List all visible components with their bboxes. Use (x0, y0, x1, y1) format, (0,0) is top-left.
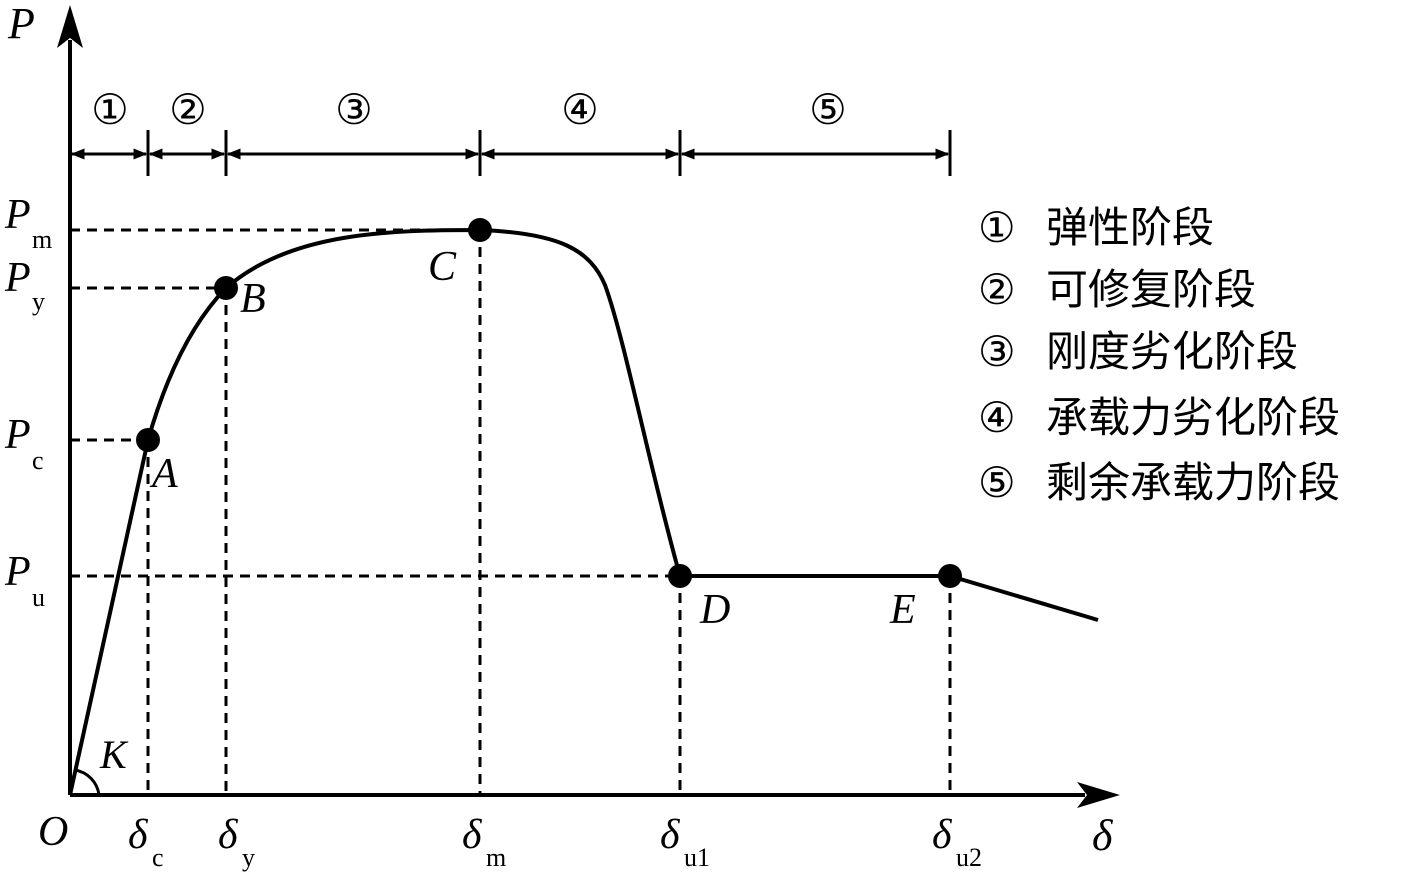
y-tick-pc-main: P (4, 412, 31, 458)
x-tick-dm: δ m (462, 812, 506, 872)
point-labels: A B C D E (149, 244, 916, 633)
stage-label-5: ⑤ (809, 85, 847, 134)
x-axis-label: δ (1092, 811, 1114, 860)
x-tick-du1-main: δ (660, 812, 681, 858)
y-tick-labels: P m P y P c P u (4, 192, 52, 612)
axes (57, 5, 1120, 808)
x-tick-dc-sub: c (152, 843, 164, 872)
y-tick-pm: P m (4, 192, 52, 254)
point-c-label: C (428, 244, 457, 290)
y-tick-pm-main: P (4, 192, 31, 238)
legend-item-5: ⑤ 剩余承载力阶段 (978, 458, 1340, 507)
legend-item-1: ① 弹性阶段 (978, 203, 1214, 252)
x-tick-dm-main: δ (462, 812, 483, 858)
x-tick-labels: δ c δ y δ m δ u1 δ u2 (128, 812, 982, 872)
point-d-marker (668, 564, 692, 588)
point-b-marker (214, 276, 238, 300)
x-tick-du1: δ u1 (660, 812, 710, 872)
x-tick-dy-sub: y (242, 843, 255, 872)
dashed-guides (70, 228, 952, 795)
stage-label-1: ① (91, 85, 129, 134)
x-tick-du1-sub: u1 (684, 843, 710, 872)
x-tick-dm-sub: m (486, 843, 506, 872)
y-tick-pu-main: P (4, 549, 31, 595)
legend-text-1: 弹性阶段 (1046, 203, 1214, 252)
x-axis-arrowhead (1077, 782, 1120, 808)
axis-labels: P δ O K (7, 0, 1114, 860)
legend-num-3: ③ (978, 327, 1016, 376)
y-tick-py: P y (4, 255, 45, 316)
load-displacement-curve (68, 227, 1099, 796)
legend-text-3: 刚度劣化阶段 (1046, 327, 1298, 376)
point-a-marker (136, 428, 160, 452)
point-b-label: B (240, 276, 266, 322)
x-tick-du2-main: δ (932, 812, 953, 858)
stage-legend: ① 弹性阶段 ② 可修复阶段 ③ 刚度劣化阶段 ④ 承载力劣化阶段 ⑤ 剩余承载… (978, 203, 1340, 507)
stage-label-3: ③ (335, 85, 373, 134)
y-tick-pu-sub: u (32, 583, 45, 612)
legend-num-1: ① (978, 203, 1016, 252)
y-tick-pu: P u (4, 549, 45, 612)
angle-k-arc (74, 768, 101, 796)
y-tick-py-sub: y (32, 287, 45, 316)
y-tick-pm-sub: m (32, 225, 52, 254)
angle-k-label: K (99, 732, 129, 777)
legend-num-4: ④ (978, 393, 1016, 442)
stage-dimension-line (70, 130, 952, 176)
legend-item-3: ③ 刚度劣化阶段 (978, 327, 1298, 376)
point-e-marker (938, 564, 962, 588)
origin-label: O (38, 809, 68, 855)
y-tick-py-main: P (4, 255, 31, 301)
legend-item-2: ② 可修复阶段 (978, 265, 1256, 314)
point-e-label: E (889, 587, 916, 633)
stage-label-2: ② (169, 85, 207, 134)
legend-text-5: 剩余承载力阶段 (1046, 458, 1340, 507)
legend-item-4: ④ 承载力劣化阶段 (978, 393, 1340, 442)
x-tick-du2-sub: u2 (956, 843, 982, 872)
y-axis-label: P (7, 0, 35, 48)
x-tick-dy-main: δ (218, 812, 239, 858)
legend-text-2: 可修复阶段 (1046, 265, 1256, 314)
legend-text-4: 承载力劣化阶段 (1046, 393, 1340, 442)
stage-labels: ① ② ③ ④ ⑤ (91, 85, 847, 134)
x-tick-dc: δ c (128, 812, 164, 872)
legend-num-2: ② (978, 265, 1016, 314)
x-tick-dc-main: δ (128, 812, 149, 858)
point-c-marker (468, 218, 492, 242)
x-tick-du2: δ u2 (932, 812, 982, 872)
legend-num-5: ⑤ (978, 458, 1016, 507)
characteristic-points (136, 218, 962, 588)
stage-label-4: ④ (561, 85, 599, 134)
point-a-label: A (149, 451, 178, 497)
point-d-label: D (699, 587, 730, 633)
y-axis-arrowhead (57, 5, 83, 48)
y-tick-pc: P c (4, 412, 44, 475)
y-tick-pc-sub: c (32, 446, 44, 475)
x-tick-dy: δ y (218, 812, 255, 872)
